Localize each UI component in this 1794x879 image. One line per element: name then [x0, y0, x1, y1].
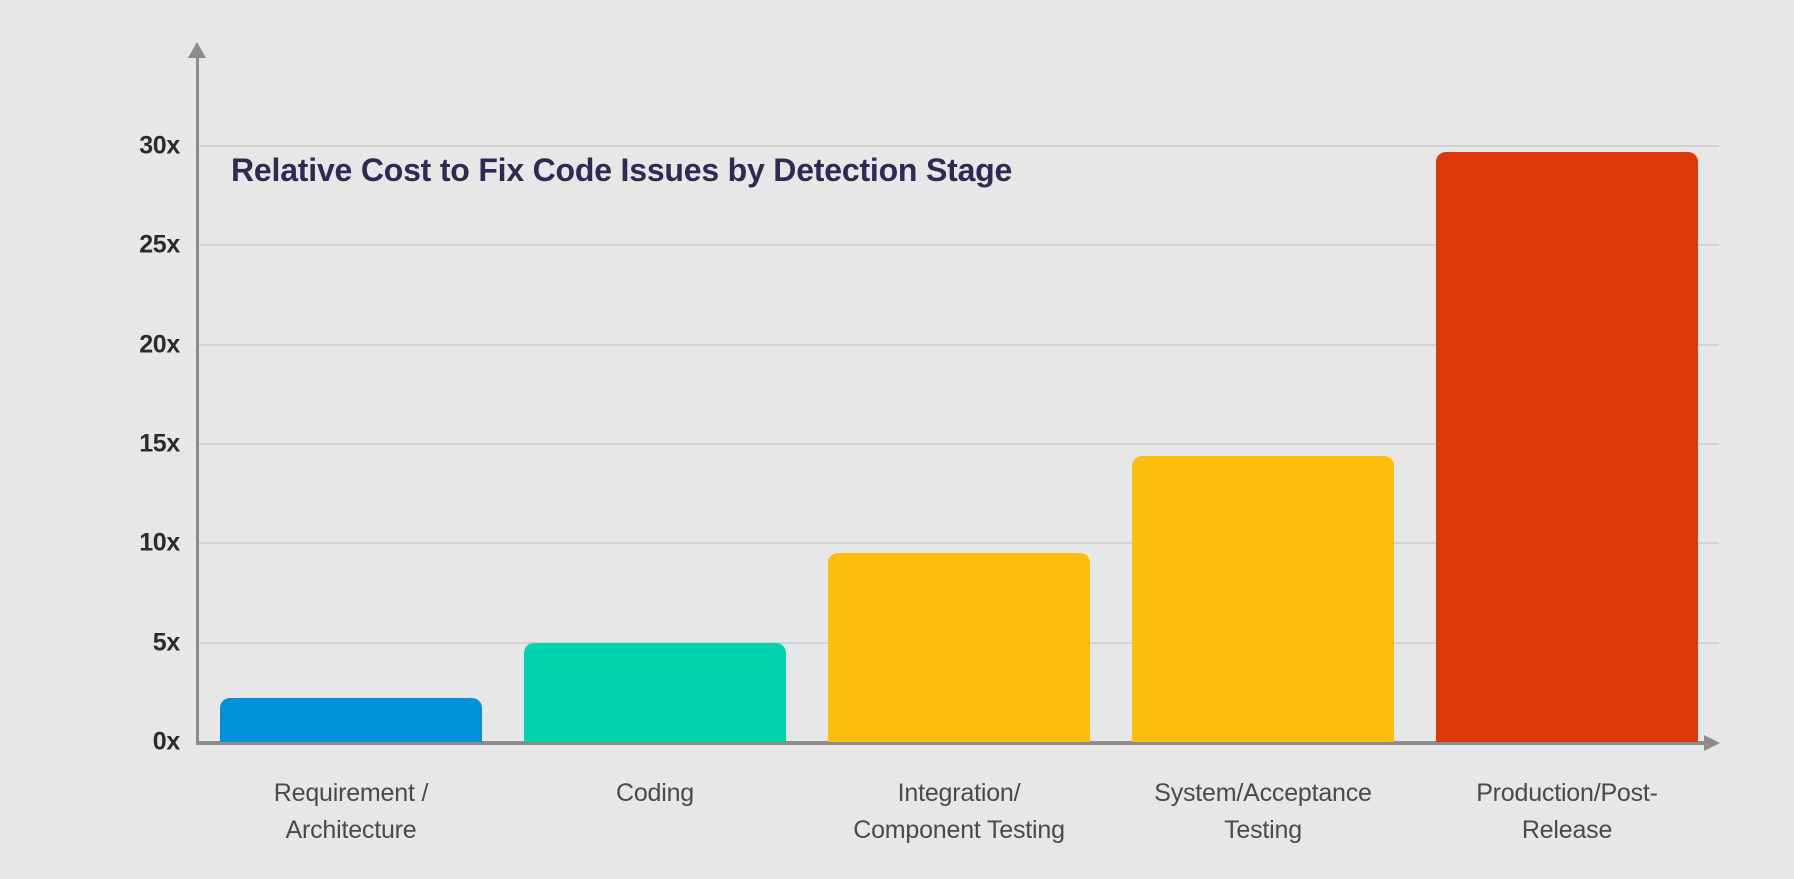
bar-series: [199, 50, 1719, 742]
x-axis-category-label: Coding: [503, 775, 807, 812]
x-axis-category-label-line: Coding: [615, 779, 695, 807]
x-axis-line: [196, 741, 1706, 745]
x-axis-category-label-line: Component Testing: [853, 816, 1065, 844]
bar[interactable]: [1132, 455, 1394, 742]
x-axis-category-label-line: System/Acceptance: [1154, 779, 1372, 807]
x-axis-arrow-icon: [1704, 735, 1720, 751]
bar[interactable]: [828, 553, 1090, 742]
y-axis-tick-label: 20x: [139, 330, 180, 359]
gridline: [199, 542, 1719, 545]
x-axis-category-label-line: Release: [1521, 816, 1613, 844]
y-axis-tick-label: 30x: [139, 131, 180, 160]
y-axis-tick-label: 0x: [152, 727, 181, 756]
x-axis-category-label-line: Testing: [1224, 816, 1302, 844]
gridline: [199, 244, 1719, 247]
x-axis-category-label: Integration/Component Testing: [807, 775, 1111, 849]
y-axis-tick-label: 25x: [139, 230, 180, 259]
bar[interactable]: [1436, 151, 1698, 742]
x-axis-category-label: Requirement / Architecture: [199, 775, 503, 849]
y-axis-tick-label: 5x: [152, 628, 181, 657]
x-axis-category-label: Production/Post- Release: [1415, 775, 1719, 849]
y-axis-tick-label: 15x: [139, 429, 180, 458]
bar[interactable]: [524, 642, 786, 742]
gridline: [199, 343, 1719, 346]
gridline: [199, 145, 1719, 147]
y-axis-tick-labels: 0x 5x 10x 15x 20x 25x 30x: [110, 0, 180, 879]
x-axis-category-label-line: Production/Post-: [1476, 779, 1658, 807]
x-axis-category-label-line: Architecture: [285, 816, 417, 844]
y-axis-line: [196, 50, 199, 744]
gridline: [199, 443, 1719, 445]
x-axis-category-label-line: Integration/: [897, 779, 1021, 807]
y-axis-tick-label: 10x: [139, 528, 180, 557]
x-axis-category-label-line: Requirement /: [273, 779, 429, 807]
chart-title: Relative Cost to Fix Code Issues by Dete…: [231, 152, 1013, 188]
y-axis-arrow-icon: [188, 42, 206, 58]
bar[interactable]: [220, 698, 482, 742]
